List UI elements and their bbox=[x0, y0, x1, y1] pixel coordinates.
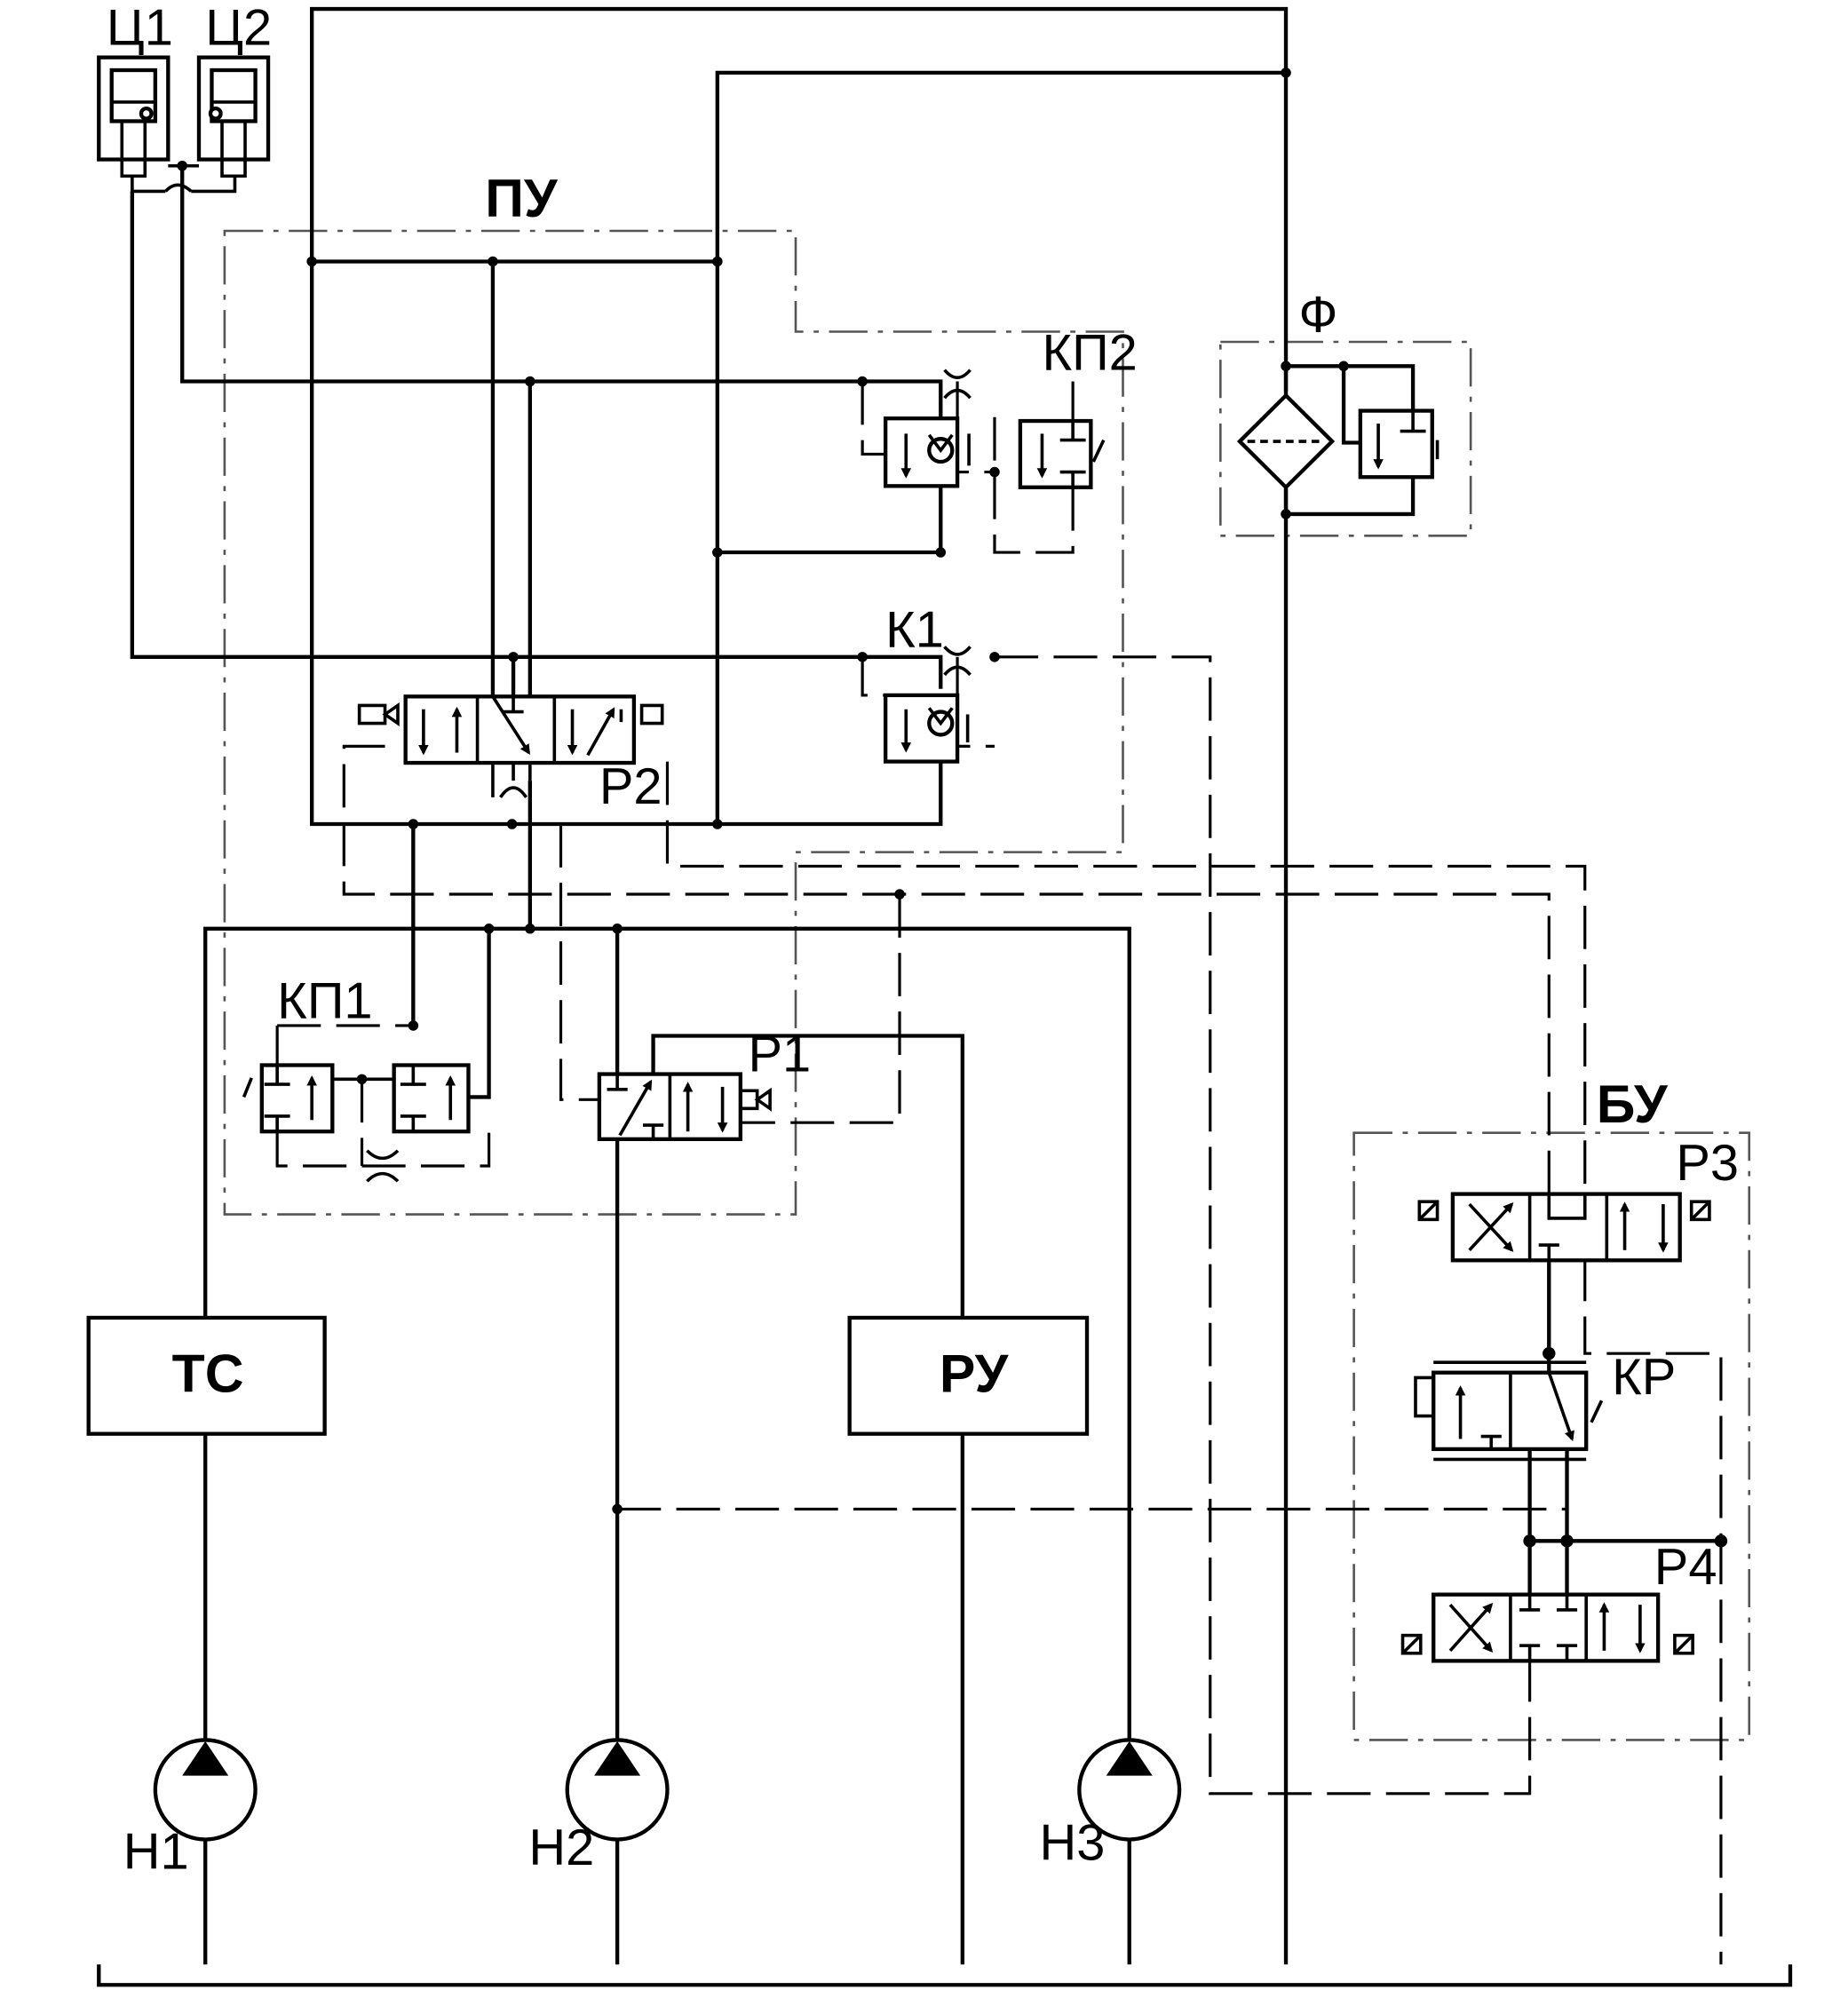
valve-k1 bbox=[883, 646, 972, 764]
label-c1: Ц1 bbox=[107, 0, 173, 56]
label-h3: Н3 bbox=[1040, 1815, 1106, 1872]
label-r3: Р3 bbox=[1676, 1135, 1739, 1192]
valve-r1 bbox=[597, 1072, 772, 1141]
valve-r4 bbox=[1400, 1592, 1694, 1663]
valve-kp2 bbox=[883, 369, 1106, 489]
label-k1: К1 bbox=[885, 601, 944, 658]
pump-h3 bbox=[1077, 1738, 1182, 1842]
label-r1: Р1 bbox=[749, 1027, 812, 1083]
label-ts: ТС bbox=[172, 1343, 244, 1403]
pilot-drain-lines bbox=[275, 381, 1723, 1796]
pressure-lines bbox=[130, 6, 1723, 1965]
pu-unit-boundary bbox=[223, 229, 1124, 1216]
label-h1: Н1 bbox=[123, 1824, 189, 1881]
block-ts bbox=[86, 1315, 327, 1436]
label-kr: КР bbox=[1612, 1349, 1676, 1406]
label-kp1: КП1 bbox=[277, 973, 372, 1030]
label-r4: Р4 bbox=[1654, 1539, 1717, 1596]
filter-f bbox=[1236, 392, 1440, 490]
label-kp2: КП2 bbox=[1042, 325, 1137, 382]
valve-r2 bbox=[357, 694, 664, 798]
junction-dots bbox=[177, 67, 1728, 1548]
pump-h1 bbox=[153, 1738, 258, 1842]
valve-kr bbox=[1414, 1360, 1604, 1462]
block-ru bbox=[847, 1315, 1090, 1436]
valve-kp1 bbox=[242, 1063, 471, 1183]
label-h2: Н2 bbox=[528, 1820, 594, 1876]
label-pu: ПУ bbox=[485, 168, 559, 228]
cylinder-c1 bbox=[97, 55, 171, 194]
label-ru: РУ bbox=[940, 1343, 1010, 1403]
pump-h2 bbox=[565, 1738, 670, 1842]
valve-r3 bbox=[1417, 1192, 1711, 1263]
tank-line bbox=[97, 1964, 1793, 1987]
filter-unit-boundary bbox=[1219, 340, 1472, 537]
bu-unit-boundary bbox=[1352, 1131, 1751, 1741]
label-bu: БУ bbox=[1597, 1074, 1669, 1134]
label-r2: Р2 bbox=[599, 758, 662, 815]
label-c2: Ц2 bbox=[205, 0, 272, 56]
cylinder-c2 bbox=[164, 55, 271, 194]
label-f: Ф bbox=[1298, 287, 1337, 344]
